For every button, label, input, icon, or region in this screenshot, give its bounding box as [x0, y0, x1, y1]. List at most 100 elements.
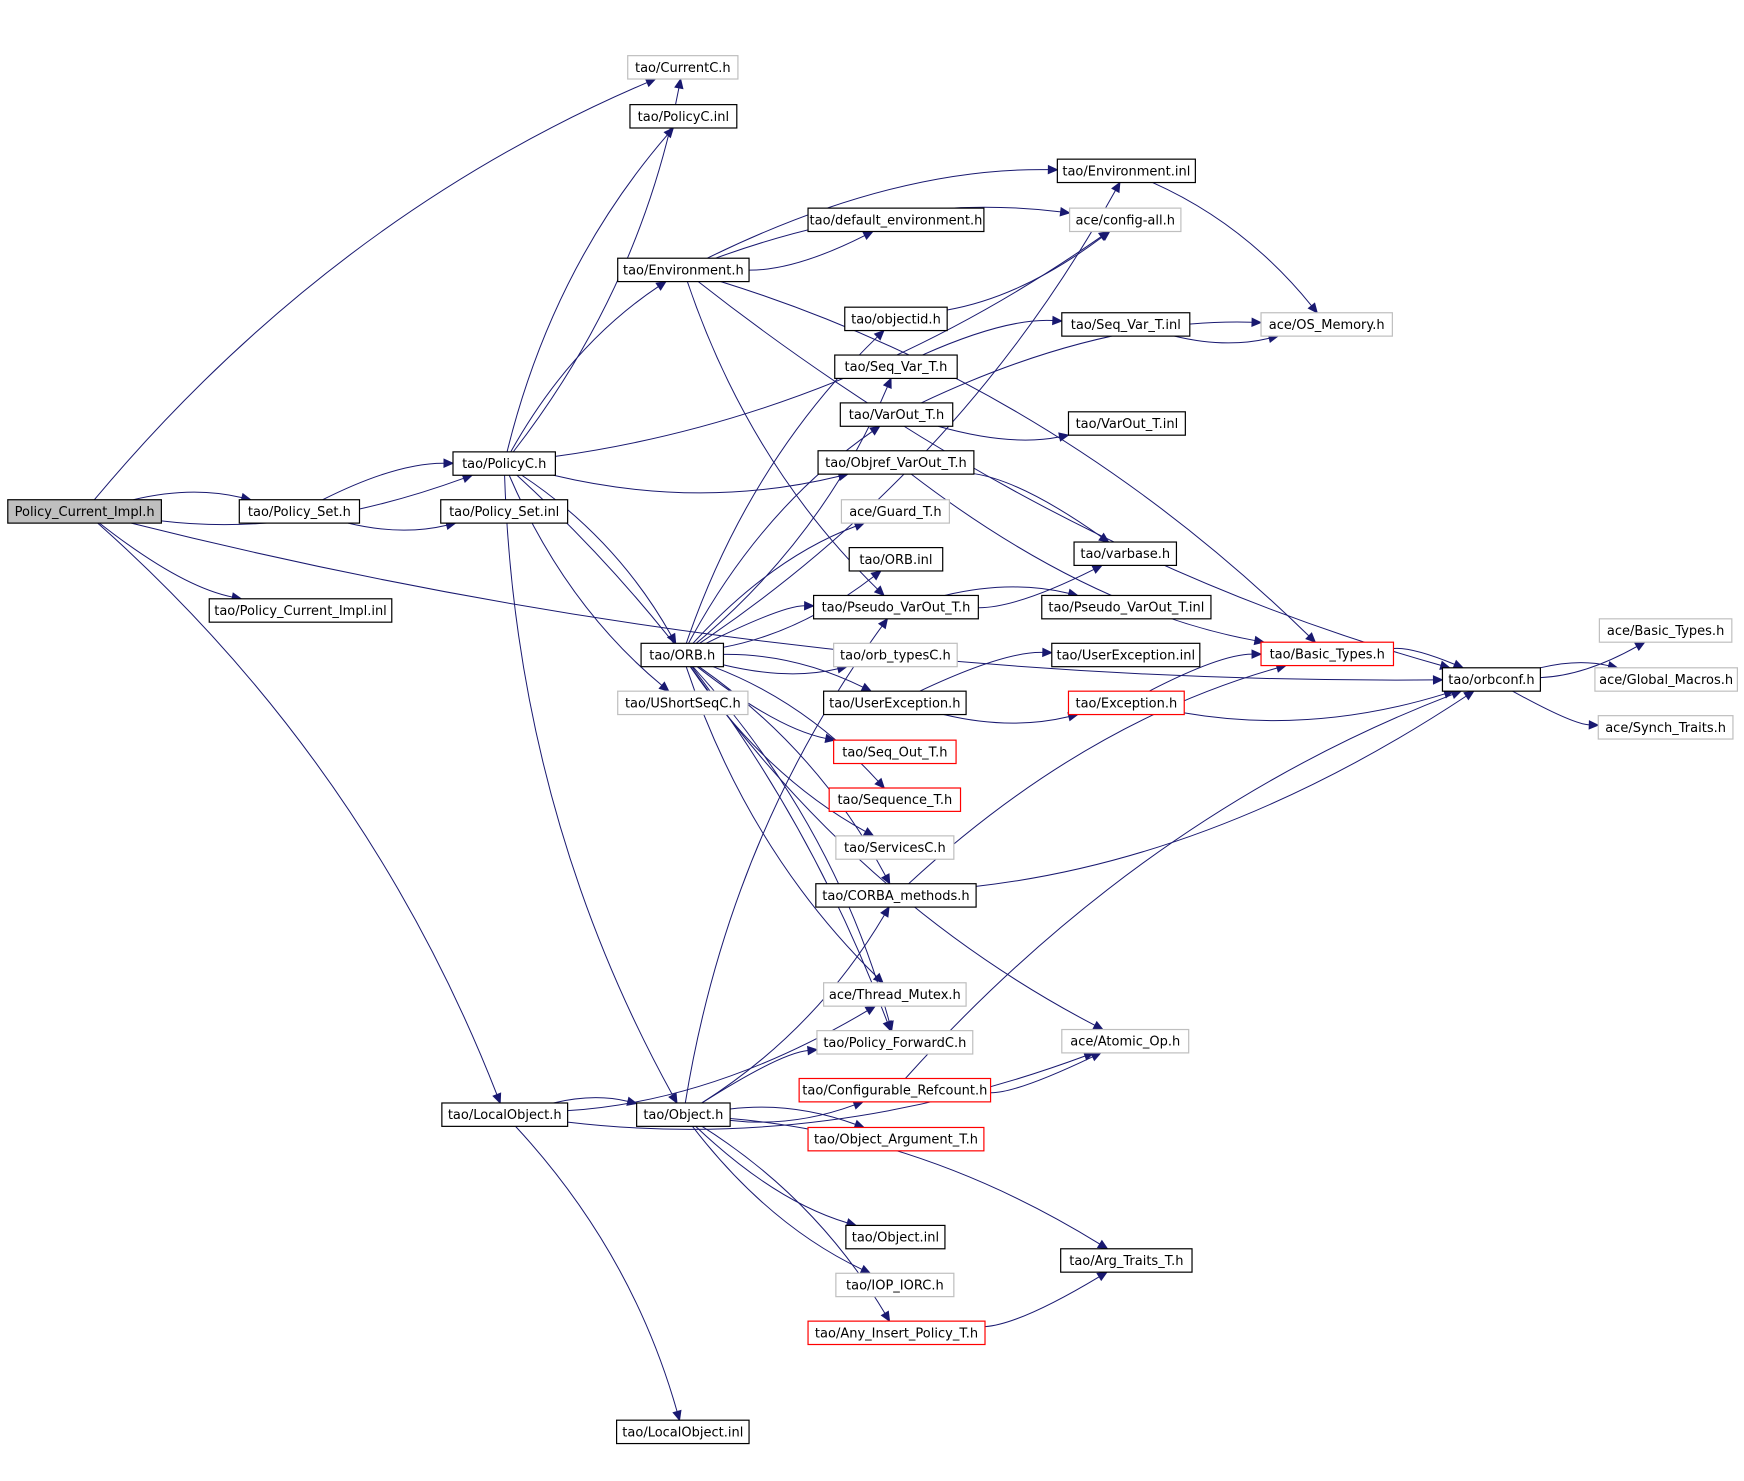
arrowhead-configurable_refcount-to-atomic_op: [1090, 1052, 1102, 1062]
node-seq-var-t-inl[interactable]: tao/Seq_Var_T.inl: [1061, 312, 1191, 337]
edge-root-to-localobject_h: [97, 522, 498, 1095]
node-global-macros[interactable]: ace/Global_Macros.h: [1594, 667, 1738, 692]
node-os-memory[interactable]: ace/OS_Memory.h: [1260, 312, 1393, 337]
node-userexception-inl[interactable]: tao/UserException.inl: [1051, 642, 1201, 668]
node-label: tao/Arg_Traits_T.h: [1069, 1254, 1183, 1269]
node-varout-t-h[interactable]: tao/VarOut_T.h: [839, 402, 954, 427]
edge-orb_h-to-guard_t: [692, 525, 856, 644]
node-seq-out-t[interactable]: tao/Seq_Out_T.h: [833, 739, 957, 765]
edge-policyc_h-to-config_all: [555, 236, 1102, 457]
edge-seq_var_t_h-to-seq_var_t_inl: [922, 319, 1053, 356]
node-label: tao/IOP_IORC.h: [846, 1278, 944, 1293]
node-policy-set-inl[interactable]: tao/Policy_Set.inl: [440, 499, 569, 524]
node-box: [816, 1030, 974, 1055]
node-policyc-h[interactable]: tao/PolicyC.h: [452, 451, 556, 476]
node-arg-traits-t[interactable]: tao/Arg_Traits_T.h: [1060, 1248, 1193, 1273]
node-label: tao/Seq_Var_T.h: [845, 360, 948, 375]
arrowhead-policyc_h-to-object_h: [668, 1092, 678, 1105]
node-label: tao/Seq_Out_T.h: [842, 745, 947, 760]
node-orb-inl[interactable]: tao/ORB.inl: [848, 546, 944, 572]
node-label: tao/varbase.h: [1080, 547, 1170, 562]
node-box: [835, 835, 955, 860]
node-box: [835, 1272, 955, 1298]
node-servicesc[interactable]: tao/ServicesC.h: [835, 835, 955, 860]
node-ushortseqc[interactable]: tao/UShortSeqC.h: [617, 690, 749, 716]
node-label: tao/LocalObject.h: [448, 1108, 562, 1123]
node-box: [208, 598, 393, 623]
node-exception-h[interactable]: tao/Exception.h: [1067, 690, 1185, 716]
node-label: tao/Policy_Current_Impl.inl: [214, 604, 387, 619]
node-objref-varout[interactable]: tao/Objref_VarOut_T.h: [817, 450, 975, 475]
node-box: [1051, 642, 1201, 668]
node-pseudo-varout-inl[interactable]: tao/Pseudo_VarOut_T.inl: [1041, 594, 1212, 620]
node-box: [815, 883, 977, 908]
node-userexception-h[interactable]: tao/UserException.h: [823, 690, 967, 716]
arrowhead-environment_h-to-environment_inl: [1047, 164, 1059, 175]
node-sequence-t[interactable]: tao/Sequence_T.h: [828, 787, 962, 812]
arrowhead-orb_h-to-corba_methods: [881, 873, 891, 885]
node-box: [629, 104, 738, 129]
node-object-inl[interactable]: tao/Object.inl: [845, 1224, 946, 1250]
arrowhead-objectid_h-to-config_all: [1099, 230, 1111, 242]
node-object-h[interactable]: tao/Object.h: [636, 1102, 731, 1127]
node-default-env[interactable]: tao/default_environment.h: [807, 207, 985, 233]
node-label: ace/Atomic_Op.h: [1070, 1035, 1180, 1050]
edge-userexception_h-to-exception_h: [943, 714, 1070, 724]
node-orb-h[interactable]: tao/ORB.h: [640, 642, 725, 668]
node-basic-types-tao[interactable]: tao/Basic_Types.h: [1260, 641, 1395, 667]
node-box: [807, 1320, 986, 1346]
node-objectid-h[interactable]: tao/objectid.h: [844, 306, 948, 332]
arrowhead-any_insert_policy-to-arg_traits_t: [1096, 1271, 1108, 1282]
node-configurable-refcount[interactable]: tao/Configurable_Refcount.h: [798, 1077, 992, 1103]
node-policy-forwardc[interactable]: tao/Policy_ForwardC.h: [816, 1030, 974, 1055]
node-config-all[interactable]: ace/config-all.h: [1068, 207, 1182, 233]
node-box: [238, 499, 361, 524]
node-synch-traits[interactable]: ace/Synch_Traits.h: [1597, 715, 1734, 740]
arrowhead-localobject_h-to-thread_mutex: [864, 1005, 877, 1016]
edge-environment_h-to-basic_types_tao: [720, 281, 1310, 637]
node-varout-t-inl[interactable]: tao/VarOut_T.inl: [1067, 411, 1186, 436]
node-policyc-inl[interactable]: tao/PolicyC.inl: [629, 104, 738, 129]
arrowhead-orb_h-to-atomic_op: [1092, 1020, 1104, 1031]
node-varbase-h[interactable]: tao/varbase.h: [1073, 541, 1178, 567]
node-guard-t[interactable]: ace/Guard_T.h: [840, 499, 950, 524]
node-orb-typesc[interactable]: tao/orb_typesC.h: [833, 642, 958, 668]
node-label: tao/PolicyC.h: [462, 457, 546, 472]
node-label: tao/PolicyC.inl: [638, 110, 729, 125]
edge-root-to-currentc_h: [93, 82, 648, 501]
edge-seq_var_t_inl-to-os_memory: [1174, 335, 1270, 344]
node-pci-inl[interactable]: tao/Policy_Current_Impl.inl: [208, 598, 393, 623]
node-label: tao/Objref_VarOut_T.h: [825, 456, 967, 471]
node-object-argument-t[interactable]: tao/Object_Argument_T.h: [807, 1126, 985, 1152]
node-atomic-op[interactable]: ace/Atomic_Op.h: [1061, 1028, 1190, 1054]
node-thread-mutex[interactable]: ace/Thread_Mutex.h: [823, 982, 967, 1007]
edge-orbconf_h-to-synch_traits: [1512, 690, 1590, 726]
node-currentc-h[interactable]: tao/CurrentC.h: [627, 55, 739, 80]
node-label: tao/Policy_ForwardC.h: [823, 1036, 966, 1051]
node-environment-inl[interactable]: tao/Environment.inl: [1056, 158, 1196, 184]
node-localobject-inl[interactable]: tao/LocalObject.inl: [616, 1419, 750, 1445]
node-pseudo-varout-h[interactable]: tao/Pseudo_VarOut_T.h: [813, 594, 979, 620]
edge-policyc_h-to-environment_h: [510, 286, 659, 453]
node-ace-basic-types[interactable]: ace/Basic_Types.h: [1598, 618, 1733, 643]
node-policy-set-h[interactable]: tao/Policy_Set.h: [238, 499, 361, 524]
node-label: tao/Policy_Set.h: [248, 505, 351, 520]
node-environment-h[interactable]: tao/Environment.h: [617, 257, 750, 283]
node-orbconf-h[interactable]: tao/orbconf.h: [1441, 667, 1541, 692]
node-iop-iorc[interactable]: tao/IOP_IORC.h: [835, 1272, 955, 1298]
edge-orb_h-to-userexception_h: [723, 653, 864, 688]
node-any-insert-policy[interactable]: tao/Any_Insert_Policy_T.h: [807, 1320, 986, 1346]
node-label: tao/Pseudo_VarOut_T.inl: [1048, 601, 1204, 616]
node-seq-var-t-h[interactable]: tao/Seq_Var_T.h: [834, 354, 958, 380]
edge-environment_inl-to-os_memory: [1152, 182, 1312, 307]
arrowhead-seq_var_t_h-to-seq_var_t_inl: [1052, 315, 1064, 326]
node-box: [1061, 312, 1191, 337]
node-localobject-h[interactable]: tao/LocalObject.h: [441, 1102, 569, 1127]
node-box: [833, 642, 958, 668]
node-root[interactable]: Policy_Current_Impl.h: [7, 499, 162, 524]
arrowhead-orb_h-to-seq_out_t: [824, 733, 836, 744]
node-label: tao/ServicesC.h: [844, 841, 946, 856]
node-corba-methods[interactable]: tao/CORBA_methods.h: [815, 883, 977, 908]
node-label: ace/Guard_T.h: [849, 505, 941, 520]
arrowhead-policyc_h-to-ushortseqc: [658, 681, 670, 692]
